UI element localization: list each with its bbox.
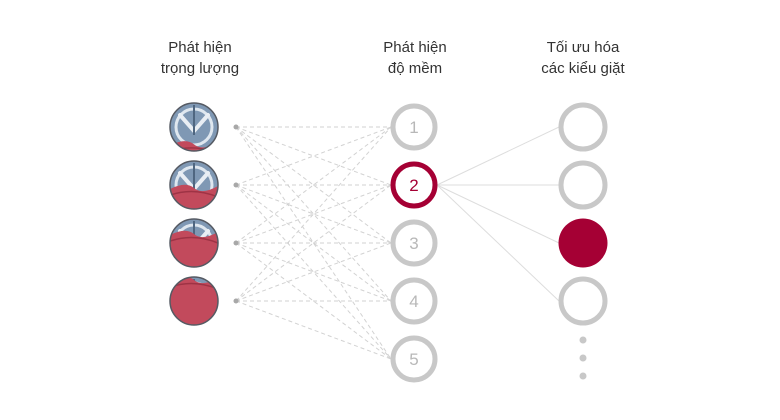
title-softness-detection: Phát hiện độ mềm — [335, 37, 495, 79]
load-level-column — [169, 102, 239, 326]
dashed-connection — [235, 184, 392, 302]
softness-node-4: 4 — [390, 277, 438, 325]
more-dot — [579, 336, 587, 344]
wash-pattern-column — [558, 102, 608, 326]
dashed-connection — [235, 184, 392, 302]
softness-label: 2 — [409, 176, 418, 195]
dashed-connection — [235, 126, 392, 244]
wash-pattern-selected — [558, 218, 608, 268]
softness-node-1: 1 — [390, 103, 438, 151]
dashed-connection — [235, 126, 392, 244]
load-output-dot — [233, 182, 239, 188]
softness-node-2: 2 — [390, 161, 438, 209]
washer-drum-icon — [169, 218, 219, 268]
title-wash-line1: Tối ưu hóa — [546, 39, 620, 56]
title-weight-line2: trọng lượng — [160, 60, 240, 77]
softness-node-3: 3 — [390, 219, 438, 267]
softness-ring — [390, 103, 438, 151]
more-dots-icon — [579, 336, 587, 380]
more-dot — [579, 354, 587, 362]
dashed-connection — [235, 126, 392, 360]
title-softness-line2: độ mềm — [387, 60, 443, 77]
softness-node-5: 5 — [390, 335, 438, 383]
load-output-dot — [233, 298, 239, 304]
more-dot — [579, 372, 587, 380]
softness-ring — [390, 219, 438, 267]
load-output-dot — [233, 124, 239, 130]
title-wash-optimization: Tối ưu hóa các kiểu giặt — [503, 37, 663, 79]
washer-drum-icon — [169, 276, 219, 326]
softness-label: 5 — [409, 350, 418, 369]
connection-lines — [235, 126, 560, 360]
softness-label: 3 — [409, 234, 418, 253]
load-output-dot — [233, 240, 239, 246]
washer-drum-icon — [169, 102, 219, 152]
softness-label: 4 — [409, 292, 418, 311]
dashed-connection — [235, 126, 392, 302]
dashed-connection — [235, 184, 392, 360]
dashed-connection — [235, 126, 392, 302]
title-weight-line1: Phát hiện — [168, 39, 232, 56]
washer-drum-icon — [169, 160, 219, 210]
title-weight-detection: Phát hiện trọng lượng — [120, 37, 280, 79]
softness-label: 1 — [409, 118, 418, 137]
solid-connection — [436, 126, 560, 186]
wash-pattern-node — [558, 102, 608, 152]
wash-pattern-node — [558, 276, 608, 326]
softness-ring — [390, 335, 438, 383]
solid-connection — [436, 184, 560, 302]
wash-pattern-node — [558, 160, 608, 210]
solid-connection — [436, 184, 560, 244]
title-softness-line1: Phát hiện — [383, 39, 447, 56]
softness-ring — [390, 161, 438, 209]
dashed-connection — [235, 300, 392, 360]
softness-ring — [390, 277, 438, 325]
title-wash-line2: các kiểu giặt — [541, 60, 625, 77]
dashed-connection — [235, 242, 392, 360]
softness-column: 1 2 3 4 5 — [390, 103, 438, 383]
